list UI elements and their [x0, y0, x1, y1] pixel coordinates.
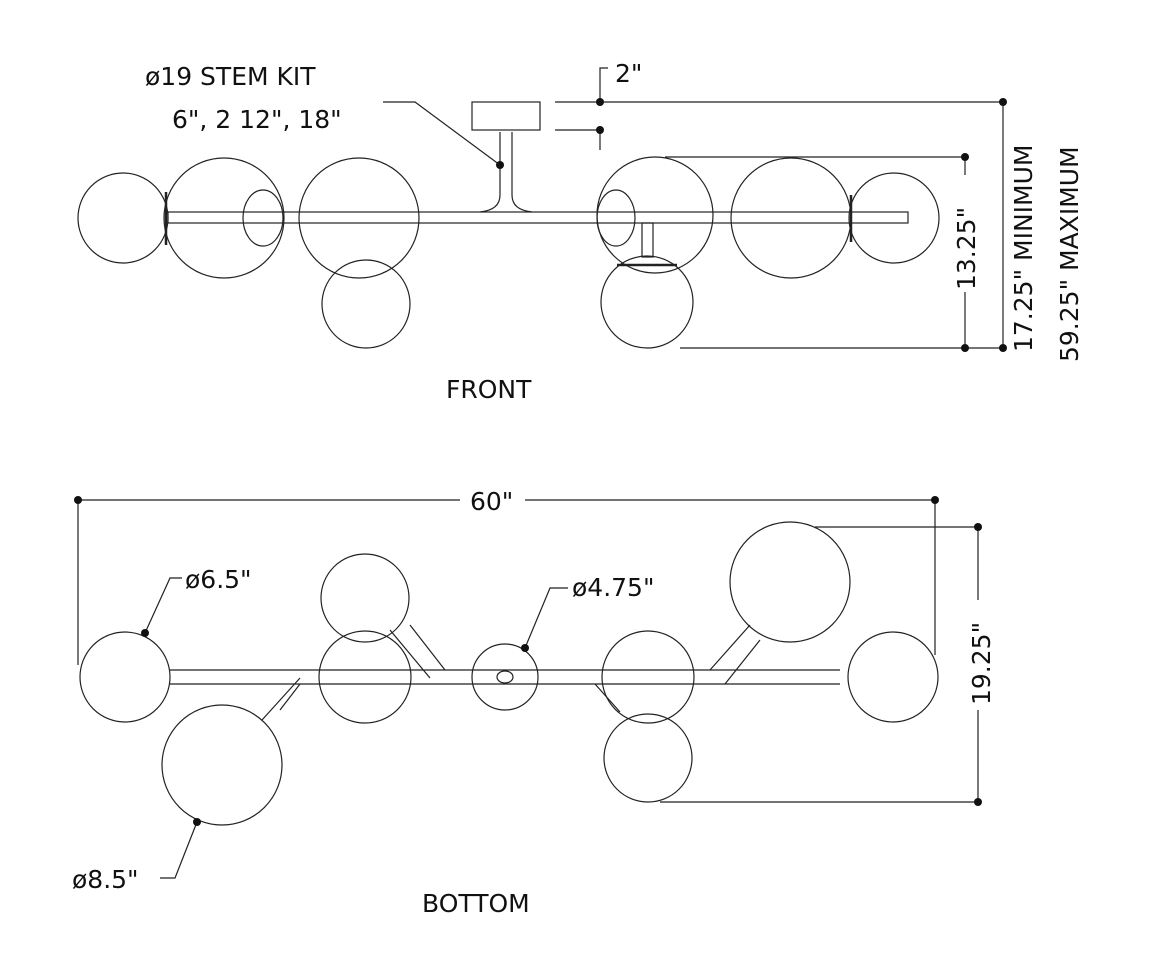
bottom-view: 60" 19.25" ø6.5" ø8.5" ø4.75" BOTTOM: [72, 487, 996, 918]
canopy: [471, 101, 541, 131]
bottom-globes: [79, 521, 939, 826]
front-title: FRONT: [446, 375, 532, 404]
center-globe-label: ø4.75": [572, 573, 654, 602]
bottom-arm: [170, 669, 840, 685]
front-view: ø19 STEM KIT 6", 2 12", 18" 2" 13.25" 17…: [77, 59, 1084, 404]
stem-kit-label: ø19 STEM KIT: [145, 62, 316, 91]
small-globe-label: ø6.5": [185, 565, 252, 594]
fixture-height-dim: 13.25": [952, 207, 981, 290]
width-dim: 60": [470, 487, 513, 516]
min-height-dim: 17.25" MINIMUM: [1009, 145, 1038, 352]
bottom-title: BOTTOM: [422, 889, 530, 918]
large-globe-label: ø8.5": [72, 865, 139, 894]
front-arm: [167, 211, 909, 224]
depth-dim: 19.25": [967, 622, 996, 705]
front-globes: [77, 156, 940, 349]
drop-stem: [641, 222, 654, 258]
canopy-height-dim: 2": [615, 59, 642, 88]
stem: [479, 132, 533, 213]
max-height-dim: 59.25" MAXIMUM: [1055, 146, 1084, 362]
stem-kit-lengths: 6", 2 12", 18": [172, 105, 342, 134]
